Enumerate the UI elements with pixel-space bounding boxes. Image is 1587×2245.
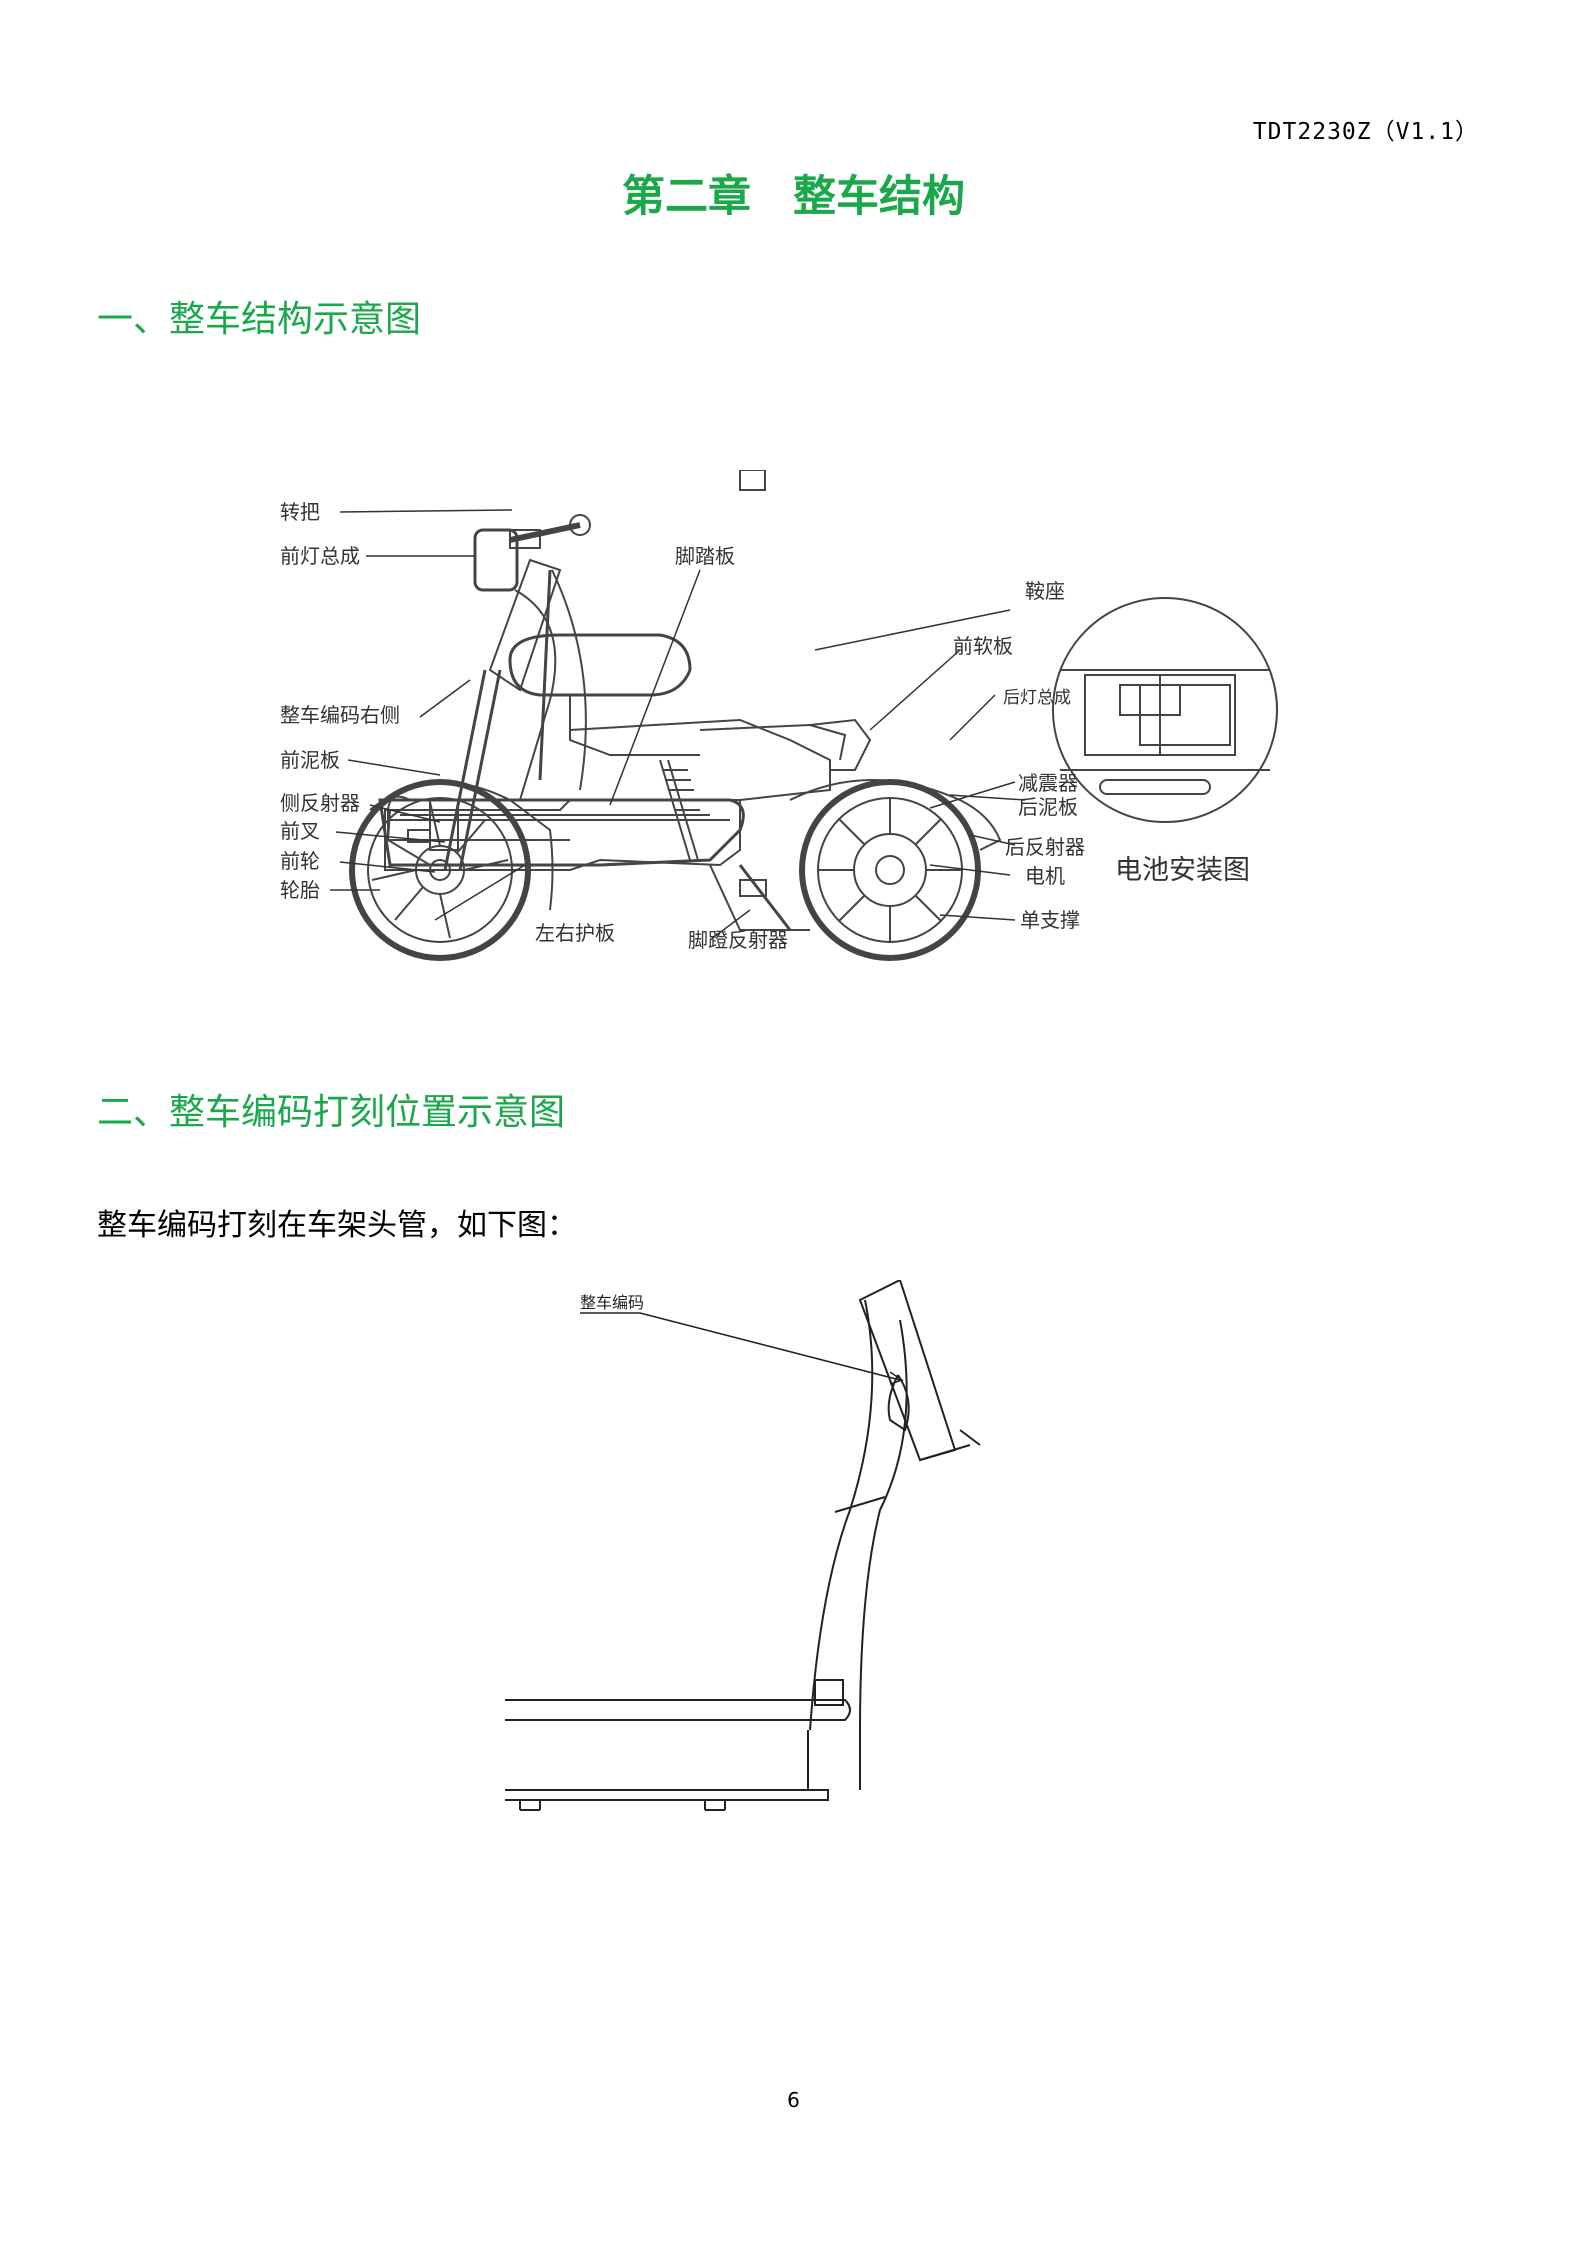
label-tire: 轮胎 bbox=[280, 878, 320, 902]
label-taillight: 后灯总成 bbox=[1003, 688, 1071, 708]
label-side-reflector: 侧反射器 bbox=[280, 791, 360, 815]
label-footboard: 脚踏板 bbox=[675, 544, 735, 568]
page-number: 6 bbox=[787, 2088, 800, 2112]
label-frame-code: 整车编码 bbox=[580, 1293, 644, 1312]
saddle-drawing bbox=[508, 633, 692, 697]
chapter-number: 第二章 bbox=[622, 172, 751, 222]
label-side-guard: 左右护板 bbox=[535, 921, 615, 945]
front-fork-drawing bbox=[443, 669, 502, 871]
label-front-soft-panel: 前软板 bbox=[953, 634, 1013, 658]
front-fender-drawing bbox=[369, 781, 554, 911]
battery-inset-drawing bbox=[1052, 597, 1278, 823]
chapter-name: 整车结构 bbox=[793, 172, 965, 222]
label-front-fork: 前叉 bbox=[280, 819, 320, 843]
document-code: TDT2230Z（V1.1） bbox=[1252, 119, 1479, 145]
taillight-drawing bbox=[809, 718, 872, 771]
label-pedal-reflector: 脚蹬反射器 bbox=[688, 928, 788, 952]
frame-code-position-diagram: 整车编码 bbox=[490, 1278, 1010, 1820]
section-title-code-position: 二、整车编码打刻位置示意图 bbox=[97, 1092, 566, 1133]
label-front-fender: 前泥板 bbox=[280, 748, 340, 772]
chapter-title: 第二章整车结构 bbox=[0, 162, 1587, 224]
label-saddle: 鞍座 bbox=[1025, 579, 1065, 603]
label-motor: 电机 bbox=[1025, 864, 1065, 888]
label-rear-reflector: 后反射器 bbox=[1005, 835, 1085, 859]
label-shock-absorber: 减震器 bbox=[1018, 771, 1078, 795]
label-front-wheel: 前轮 bbox=[280, 849, 320, 873]
body-paragraph: 整车编码打刻在车架头管，如下图： bbox=[97, 1208, 577, 1243]
label-battery-install: 电池安装图 bbox=[1115, 855, 1250, 886]
label-rear-fender: 后泥板 bbox=[1018, 795, 1078, 819]
rear-wheel-drawing bbox=[799, 779, 981, 961]
rear-fender-drawing bbox=[789, 779, 1002, 851]
label-frame-code-right: 整车编码右侧 bbox=[280, 703, 400, 727]
label-kickstand: 单支撑 bbox=[1020, 908, 1080, 932]
section-title-structure: 一、整车结构示意图 bbox=[97, 299, 422, 340]
label-headlight: 前灯总成 bbox=[280, 544, 360, 568]
label-handlebar: 转把 bbox=[280, 500, 320, 524]
vehicle-structure-diagram: 转把 前灯总成 整车编码右侧 前泥板 侧反射器 前叉 前轮 轮胎 脚踏板 鞍座 … bbox=[270, 469, 1330, 990]
